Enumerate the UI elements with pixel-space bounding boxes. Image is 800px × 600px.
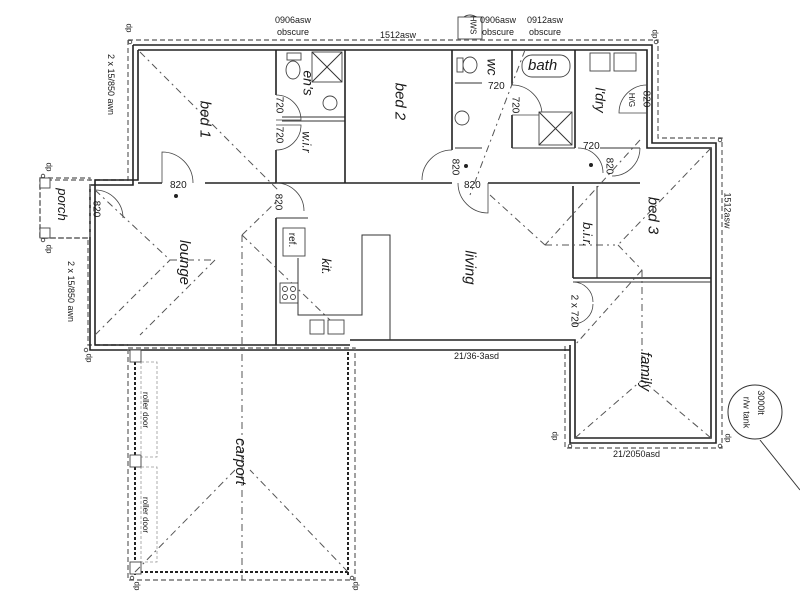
fixtures — [174, 14, 637, 340]
downpipe-markers — [40, 39, 723, 581]
porch-structure — [39, 177, 91, 239]
window-label-ensuite: 0906asw — [275, 15, 312, 25]
room-label-bed3: bed 3 — [644, 196, 662, 235]
room-label-kitchen: kit. — [318, 258, 334, 275]
room-label-carport: carport — [231, 438, 249, 485]
door-label-porch: 820 — [90, 200, 102, 218]
downpipe-label: dp — [44, 244, 54, 254]
window-label-bed3: 1512asw — [722, 192, 733, 229]
downpipe-label: dp — [124, 23, 134, 33]
door-label-hall: 820 — [272, 193, 284, 211]
tank-capacity-label: 3000lt — [755, 390, 766, 415]
door-label-bed3: 820 — [603, 157, 615, 175]
roller-door-label-1: roller door — [141, 391, 151, 429]
room-label-bath: bath — [528, 57, 558, 74]
door-label-wir: 720 — [273, 126, 285, 144]
downpipe-label: dp — [132, 581, 142, 591]
downpipe-label: dp — [84, 353, 94, 363]
door-label-living: 820 — [464, 180, 481, 191]
window-label-lounge: 2 x 15/850 awn — [66, 260, 77, 323]
interior-walls — [138, 50, 711, 345]
room-label-wir: w.i.r — [299, 131, 314, 153]
door-label-wc-2: 720 — [509, 96, 521, 114]
sliding-door-label-family: 21/2050asd — [613, 449, 661, 459]
room-label-living: living — [461, 250, 479, 285]
window-note-wc: obscure — [482, 27, 515, 37]
downpipe-label: dp — [650, 29, 660, 39]
downpipe-label: dp — [550, 431, 560, 441]
door-label-laundry-external: 820 — [640, 90, 652, 108]
sliding-door-label-living: 21/36-3asd — [454, 351, 500, 361]
roof-hip-lines — [94, 49, 712, 580]
downpipe-label: dp — [44, 162, 54, 172]
window-note-bath: obscure — [529, 27, 562, 37]
room-label-fridge: ref. — [286, 232, 298, 248]
room-label-porch: porch — [54, 188, 70, 221]
window-label-bath: 0912asw — [527, 15, 564, 25]
door-label-bir: 2 x 720 — [568, 294, 580, 328]
door-label-ensuite: 720 — [273, 96, 285, 114]
rainwater-tank — [727, 384, 800, 491]
room-label-bed1: bed 1 — [196, 100, 214, 139]
door-label-bed1: 820 — [170, 180, 187, 191]
door-label-bed2: 820 — [449, 158, 461, 176]
downpipe-label: dp — [351, 581, 361, 591]
hot-water-system-label: HWS — [468, 15, 478, 35]
room-label-wc: wc — [484, 58, 501, 76]
downpipe-label: dp — [723, 433, 733, 443]
window-label-bed1: 2 x 15/850 awn — [106, 53, 117, 116]
room-label-laundry: l'dry — [592, 87, 609, 113]
tank-label: r/w tank — [741, 396, 752, 429]
room-label-ensuite: en's — [300, 70, 317, 96]
window-label-wc: 0906asw — [480, 15, 517, 25]
room-label-lounge: lounge — [176, 239, 194, 286]
window-note-ensuite: obscure — [277, 27, 310, 37]
door-label-laundry: 720 — [583, 141, 600, 152]
window-label-bed2: 1512asw — [380, 30, 417, 40]
door-label-wc: 720 — [488, 81, 505, 92]
roller-door-label-2: roller door — [141, 496, 151, 534]
room-label-family: family — [637, 351, 655, 392]
room-label-bed2: bed 2 — [391, 82, 409, 121]
room-label-bir: b.i.r. — [579, 222, 595, 247]
hot-gas-label: H/G — [627, 92, 637, 108]
eave-line — [39, 39, 723, 449]
